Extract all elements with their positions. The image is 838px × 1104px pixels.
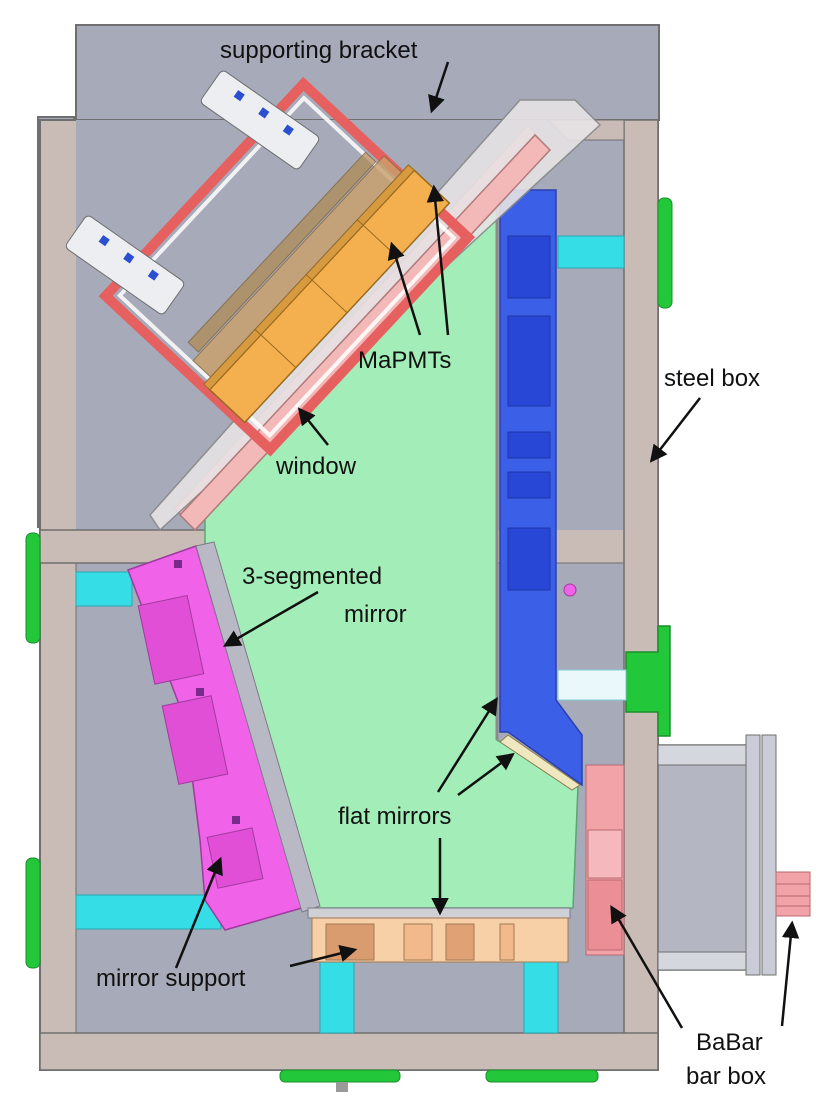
segmented-mirror-pocket-1 xyxy=(137,594,205,685)
label-steel-box: steel box xyxy=(664,365,760,392)
green-mount-bottom-left xyxy=(279,1069,401,1083)
sensor-cylinder-lower xyxy=(65,215,185,315)
label-3-segmented: 3-segmented xyxy=(242,563,382,590)
green-mount-left-lower xyxy=(25,857,41,969)
arrow-window xyxy=(297,407,329,446)
label-window: window xyxy=(275,453,357,480)
flat-mirror-strip-bottom xyxy=(499,734,581,791)
segmented-mirror-notch-1 xyxy=(174,560,182,568)
label-mirror-support: mirror support xyxy=(96,965,246,992)
arrow-flat-mirrors-1 xyxy=(436,697,498,793)
segmented-mirror-notch-3 xyxy=(232,816,240,824)
pink-marker xyxy=(563,583,577,597)
arrow-supporting-bracket xyxy=(428,61,450,114)
arrow-mapmts-2 xyxy=(426,184,450,336)
post-bottom-left xyxy=(319,959,355,1034)
green-mount-right-top xyxy=(657,197,673,309)
flat-mirror-block-3 xyxy=(507,431,551,459)
flat-mirror-block-4 xyxy=(507,471,551,499)
label-flat-mirrors: flat mirrors xyxy=(338,803,451,830)
green-mount-bottom-right xyxy=(485,1069,599,1083)
label-bar-box: bar box xyxy=(686,1063,766,1090)
post-bottom-right xyxy=(523,959,559,1034)
arrow-flat-mirrors-2 xyxy=(457,752,515,797)
arrow-babar-1 xyxy=(610,904,684,1029)
label-supporting-bracket: supporting bracket xyxy=(220,37,418,64)
babar-box-top xyxy=(657,744,755,766)
connector-upper-right xyxy=(557,235,625,269)
label-mirror: mirror xyxy=(344,601,407,628)
arrow-mirror-support-2 xyxy=(289,944,358,968)
arrow-babar-2 xyxy=(780,920,800,1027)
babar-flange-2 xyxy=(761,734,777,976)
sensor-cylinder-upper xyxy=(200,70,320,170)
arrow-mapmts-1 xyxy=(387,241,422,336)
arrow-mirror-support-1 xyxy=(174,856,223,969)
mirror-support-slot-2 xyxy=(403,923,433,961)
label-babar: BaBar xyxy=(696,1029,763,1056)
label-mapmts: MaPMTs xyxy=(358,347,451,374)
segmented-mirror-pocket-2 xyxy=(161,695,229,785)
arrow-3-segmented-mirror xyxy=(222,590,319,647)
arrow-steel-box xyxy=(649,397,701,463)
mapmt-array xyxy=(187,151,451,424)
flat-mirror-block-2 xyxy=(507,315,551,407)
bottom-screw xyxy=(336,1082,348,1092)
babar-box-bottom xyxy=(657,951,755,971)
mirror-support-slot-4 xyxy=(499,923,515,961)
babar-bars xyxy=(775,871,811,917)
babar-flange-1 xyxy=(745,734,761,976)
mirror-support-slot-3 xyxy=(445,923,475,961)
flat-mirror-block-5 xyxy=(507,527,551,591)
bar-box-inner-1 xyxy=(587,829,623,879)
steel-bottom-wall xyxy=(39,1032,659,1071)
steel-right-wall xyxy=(623,119,659,1071)
flat-mirror-block-1 xyxy=(507,235,551,299)
segmented-mirror-notch-2 xyxy=(196,688,204,696)
babar-box xyxy=(657,744,755,971)
connector-right-white xyxy=(557,669,627,701)
green-mount-left-upper xyxy=(25,532,41,644)
connector-left-upper xyxy=(75,571,133,607)
green-mount-right-side xyxy=(625,625,671,737)
